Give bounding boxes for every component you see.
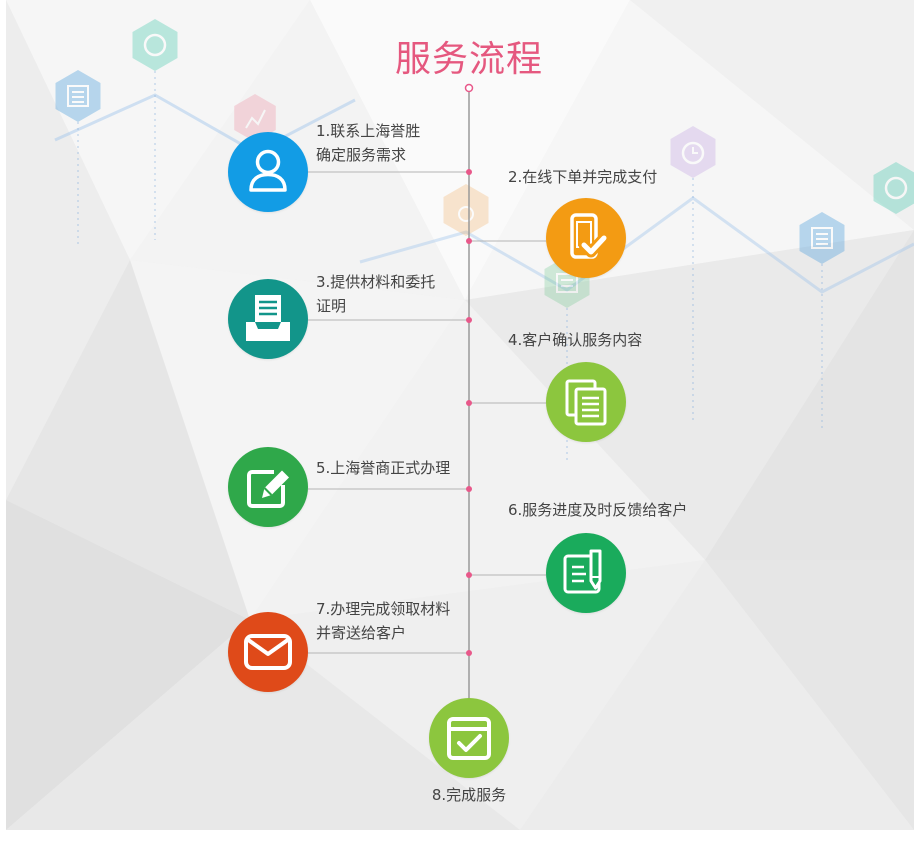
bg-facet [705,230,914,560]
step-6-label: 6.服务进度及时反馈给客户 [508,498,687,522]
decor-hexagon-blue-right [799,212,845,264]
decor-zigzag-line [54,93,356,154]
step-1-label-line-2: 确定服务需求 [316,146,407,164]
user-icon [249,149,287,192]
bg-facet [6,500,250,830]
step-3-label-line-2: 证明 [316,297,347,315]
step-1-circle [228,132,308,212]
timeline-start-marker [464,83,474,93]
step-1-label-line-1: 1.联系上海誉胜 [316,122,421,140]
decor-hexagon-orange [443,184,489,236]
bg-facet [520,560,914,830]
bg-facet [310,0,630,300]
calendar-check-icon [447,717,491,760]
step-3-label-line-1: 3.提供材料和委托 [316,273,436,291]
timeline-dot-step-3 [466,317,472,323]
step-3-circle [228,279,308,359]
edit-icon [247,470,289,508]
step-5-label-line-1: 5.上海誉商正式办理 [316,459,451,477]
timeline-dot-step-6 [466,572,472,578]
step-8-circle [429,698,509,778]
decor-hexagon-purple [670,126,716,178]
step-7-label-line-1: 7.办理完成领取材料 [316,600,451,618]
step-3-label: 3.提供材料和委托 证明 [316,270,435,318]
bg-facet [6,0,310,260]
decor-hexagon-teal [132,19,178,71]
envelope-icon [244,634,292,670]
timeline-dot-step-4 [466,400,472,406]
bg-facet [6,620,520,830]
timeline-dot-step-7 [466,650,472,656]
step-5-circle [228,447,308,527]
decor-hexagon-pink [234,94,276,142]
timeline-dot-step-1 [466,169,472,175]
step-2-label-line-1: 2.在线下单并完成支付 [508,168,658,186]
document-tray-icon [246,295,290,341]
step-4-circle [546,362,626,442]
step-1-label: 1.联系上海誉胜 确定服务需求 [316,119,420,167]
decor-zigzag-line [359,196,914,294]
step-2-circle [546,198,626,278]
step-6-label-line-1: 6.服务进度及时反馈给客户 [508,501,688,519]
step-6-circle [546,533,626,613]
bg-facet [465,230,914,560]
step-5-label: 5.上海誉商正式办理 [316,456,450,480]
clipboard-pen-icon [563,549,602,594]
bg-facet [250,560,705,830]
step-8-label-line-1: 8.完成服务 [431,786,507,804]
page-title: 服务流程 [394,39,543,80]
step-7-label-line-2: 并寄送给客户 [316,624,407,642]
step-2-label: 2.在线下单并完成支付 [508,165,657,189]
bg-facet [130,260,465,620]
timeline-dot-step-2 [466,238,472,244]
step-8-label: 8.完成服务 [369,783,569,807]
documents-copy-icon [565,379,607,426]
phone-check-icon [570,213,610,259]
step-4-label-line-1: 4.客户确认服务内容 [508,331,643,349]
step-7-label: 7.办理完成领取材料 并寄送给客户 [316,597,450,645]
decor-hexagon-teal-right [873,162,914,214]
decor-hexagon-blue [55,70,101,122]
timeline-dot-step-5 [466,486,472,492]
step-7-circle [228,612,308,692]
step-4-label: 4.客户确认服务内容 [508,328,642,352]
decor-dashed-lines [77,71,823,460]
bg-facet [6,0,130,500]
